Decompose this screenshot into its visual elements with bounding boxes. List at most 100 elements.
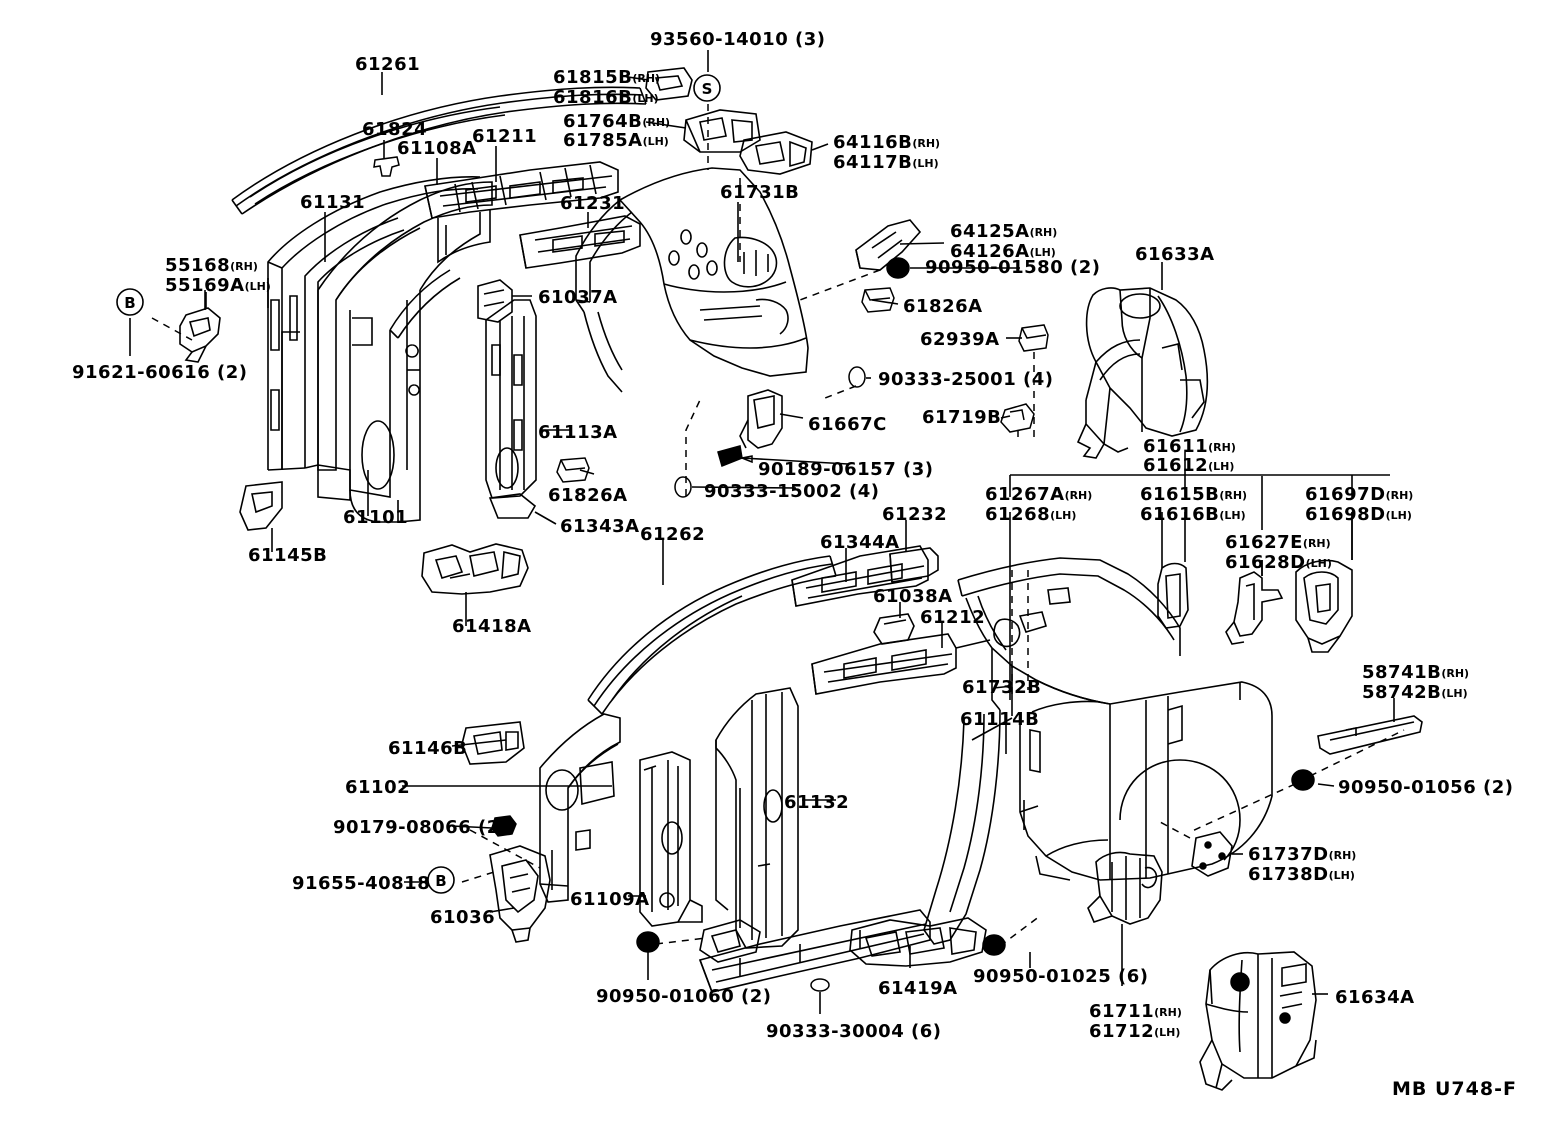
part-side-suffix: (LH) bbox=[1441, 687, 1468, 700]
part-side-suffix: (LH) bbox=[1219, 509, 1246, 522]
part-number: 61616B bbox=[1140, 504, 1220, 525]
part-quantity: (4) bbox=[1016, 369, 1054, 390]
part-label-61711: 61711(RH) bbox=[1089, 1001, 1182, 1022]
part-number: 61738D bbox=[1248, 864, 1329, 885]
part-number: 61419A bbox=[878, 978, 958, 999]
part-quantity: (3) bbox=[788, 29, 826, 50]
part-label-61038A: 61038A bbox=[873, 586, 953, 607]
part-label-61261: 61261 bbox=[355, 54, 420, 75]
part-90950-01025-grommet bbox=[982, 934, 1006, 956]
part-label-61615B: 61615B(RH) bbox=[1140, 484, 1247, 505]
part-61826A-clip-lower bbox=[556, 457, 590, 483]
part-quantity: (2) bbox=[210, 362, 248, 383]
part-label-61232: 61232 bbox=[882, 504, 947, 525]
part-62939A-plug bbox=[1018, 324, 1049, 352]
part-61262-roof-drip bbox=[587, 555, 837, 715]
part-61667C-bracket bbox=[739, 389, 783, 449]
part-number: 90950-01025 bbox=[973, 966, 1112, 987]
part-61145B-wedge bbox=[239, 481, 283, 531]
part-61102-pillar-inner bbox=[539, 713, 621, 903]
part-lower-left-bracket bbox=[699, 919, 761, 963]
part-label-61036: 61036 bbox=[430, 907, 495, 928]
part-number: 61815B bbox=[553, 67, 633, 88]
part-label-61712: 61712(LH) bbox=[1089, 1021, 1181, 1042]
part-label-61146B: 61146B bbox=[388, 738, 467, 759]
part-61211-roof-side-rail bbox=[424, 161, 619, 219]
part-side-suffix: (RH) bbox=[1064, 489, 1093, 502]
part-label-91655-40818: 91655-40818 bbox=[292, 873, 430, 894]
part-number: 58741B bbox=[1362, 662, 1442, 683]
part-label-64116B: 64116B(RH) bbox=[833, 132, 940, 153]
part-label-61611: 61611(RH) bbox=[1143, 436, 1236, 457]
part-side-suffix: (LH) bbox=[1208, 460, 1235, 473]
part-side-suffix: (RH) bbox=[1029, 226, 1058, 239]
part-label-61764B: 61764B(RH) bbox=[563, 111, 670, 132]
part-quantity: (6) bbox=[1111, 966, 1149, 987]
part-side-suffix: (RH) bbox=[1302, 537, 1331, 550]
part-number: 61712 bbox=[1089, 1021, 1155, 1042]
part-quantity: (6) bbox=[904, 1021, 942, 1042]
part-number: 61418A bbox=[452, 616, 532, 637]
part-label-61612: 61612(LH) bbox=[1143, 455, 1235, 476]
part-58741B-moulding bbox=[1317, 715, 1423, 755]
part-61697D-bracket bbox=[1295, 559, 1353, 653]
part-side-suffix: (RH) bbox=[1328, 849, 1357, 862]
part-number: 61612 bbox=[1143, 455, 1209, 476]
part-number: 61633A bbox=[1135, 244, 1215, 265]
part-side-suffix: (LH) bbox=[642, 135, 669, 148]
part-number: 61145B bbox=[248, 545, 328, 566]
part-side-suffix: (LH) bbox=[632, 92, 659, 105]
part-number: 61267A bbox=[985, 484, 1065, 505]
part-side-suffix: (LH) bbox=[1305, 557, 1332, 570]
part-label-61343A: 61343A bbox=[560, 516, 640, 537]
part-number: 61131 bbox=[300, 192, 366, 213]
part-number: 61732B bbox=[962, 677, 1042, 698]
part-number: 58742B bbox=[1362, 682, 1442, 703]
part-number: 90189-06157 bbox=[758, 459, 897, 480]
part-label-90950-01025: 90950-01025 (6) bbox=[973, 966, 1149, 987]
part-number: 61231 bbox=[560, 193, 626, 214]
part-61826A-clip-upper bbox=[861, 287, 895, 313]
part-label-55169A: 55169A(LH) bbox=[165, 275, 271, 296]
part-number: 61212 bbox=[920, 607, 986, 628]
part-label-61738D: 61738D(LH) bbox=[1248, 864, 1355, 885]
part-label-64126A: 64126A(LH) bbox=[950, 241, 1056, 262]
part-label-90333-15002: 90333-15002 (4) bbox=[704, 481, 880, 502]
part-number: 61697D bbox=[1305, 484, 1386, 505]
part-label-61211: 61211 bbox=[472, 126, 537, 147]
part-label-90189-06157: 90189-06157 (3) bbox=[758, 459, 933, 480]
part-quantity: (2) bbox=[471, 817, 509, 838]
part-number: 61268 bbox=[985, 504, 1051, 525]
part-label-61826A-mid: 61826A bbox=[548, 485, 628, 506]
part-label-61737D: 61737D(RH) bbox=[1248, 844, 1357, 865]
part-90950-01580-grommet bbox=[886, 257, 910, 279]
part-90950-01060-grommet bbox=[636, 931, 660, 953]
part-number: 90950-01060 bbox=[596, 986, 735, 1007]
part-number: 61737D bbox=[1248, 844, 1329, 865]
part-label-61698D: 61698D(LH) bbox=[1305, 504, 1412, 525]
part-side-suffix: (LH) bbox=[1029, 246, 1056, 259]
part-61231-rail-rear bbox=[519, 215, 641, 269]
part-number: 90333-30004 bbox=[766, 1021, 905, 1042]
part-label-61627E: 61627E(RH) bbox=[1225, 532, 1331, 553]
part-61132-center-pillar bbox=[715, 687, 799, 949]
part-label-61616B: 61616B(LH) bbox=[1140, 504, 1246, 525]
part-side-suffix: (LH) bbox=[1154, 1026, 1181, 1039]
part-label-90333-30004: 90333-30004 (6) bbox=[766, 1021, 942, 1042]
part-label-61824: 61824 bbox=[362, 119, 427, 140]
part-61764B-bracket bbox=[683, 109, 761, 153]
part-number: 61101 bbox=[343, 507, 409, 528]
part-number: 61826A bbox=[548, 485, 628, 506]
part-label-93560-14010: 93560-14010 (3) bbox=[650, 29, 826, 50]
part-quantity: (4) bbox=[842, 481, 880, 502]
part-label-61114B: 61114B bbox=[960, 709, 1039, 730]
part-61146B-wedge bbox=[461, 721, 525, 765]
part-side-suffix: (RH) bbox=[1385, 489, 1414, 502]
part-number: 61262 bbox=[640, 524, 706, 545]
part-number: 61634A bbox=[1335, 987, 1415, 1008]
part-label-61731B: 61731B bbox=[720, 182, 799, 203]
part-number: 64116B bbox=[833, 132, 913, 153]
part-number: 61719B bbox=[922, 407, 1002, 428]
